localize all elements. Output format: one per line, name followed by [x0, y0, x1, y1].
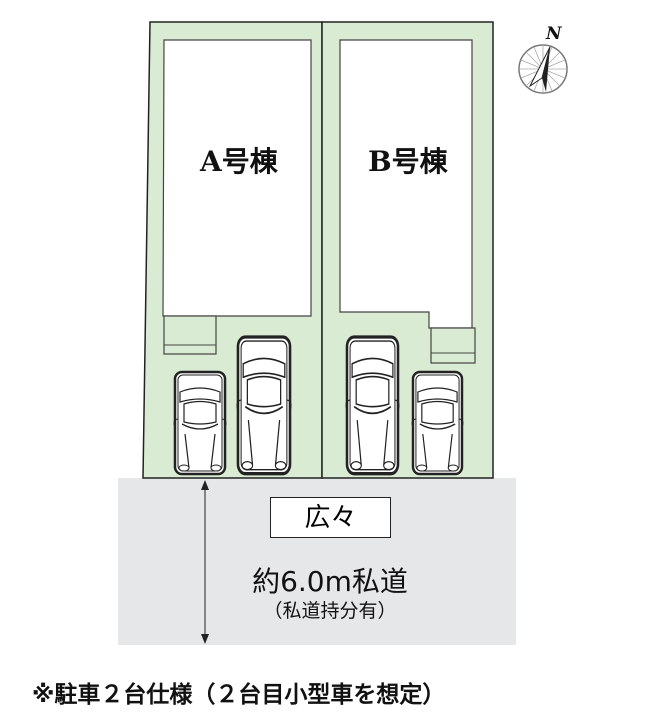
car-small-b [410, 370, 465, 476]
car-large-b [344, 335, 401, 476]
building-b [339, 39, 473, 329]
car-large-a [235, 335, 293, 476]
car-small-a [172, 370, 228, 476]
road-badge: 広々 [270, 497, 391, 538]
building-a-label: A号棟 [200, 145, 278, 178]
parking-note: ※駐車２台仕様（２台目小型車を想定） [32, 682, 446, 708]
building-a [162, 39, 312, 317]
road-sublabel: （私道持分有） [263, 600, 397, 622]
building-b-label: B号棟 [368, 145, 448, 178]
compass-north-label: N [546, 24, 562, 44]
compass-icon [518, 44, 568, 94]
road-width-arrow [201, 480, 209, 644]
porch-b [430, 327, 476, 364]
porch-a [163, 315, 217, 355]
road-label: 約6.0m私道 [252, 565, 408, 598]
